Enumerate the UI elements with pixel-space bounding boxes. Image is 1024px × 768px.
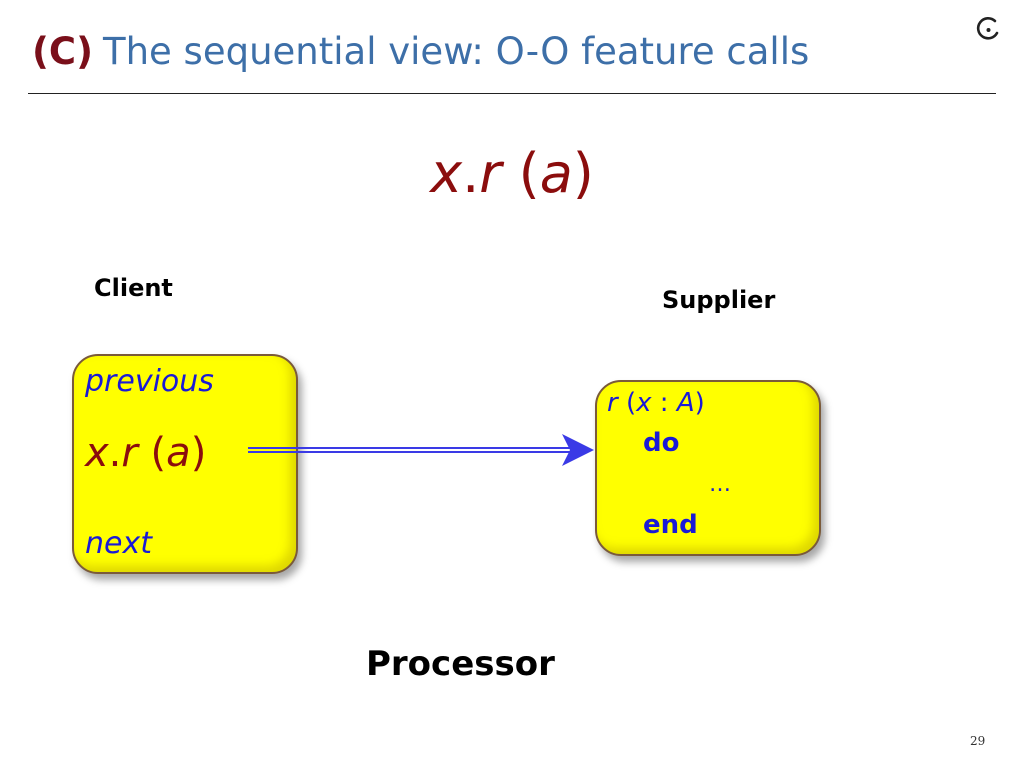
call-open-paren: ( <box>137 430 167 476</box>
client-label: Client <box>94 274 173 302</box>
supplier-body-ellipsis: … <box>709 472 731 497</box>
call-close-paren: ) <box>190 430 207 476</box>
processor-label: Processor <box>366 644 555 684</box>
supplier-end-keyword: end <box>643 510 698 540</box>
formula-argument: a <box>539 142 573 205</box>
call-argument: a <box>166 430 191 476</box>
eiffel-logo-icon <box>976 17 999 40</box>
supplier-signature: r (x : A) <box>607 388 705 418</box>
client-next-instruction: next <box>85 526 152 561</box>
page-number: 29 <box>970 734 986 748</box>
sig-colon: : <box>651 388 677 418</box>
sig-type: A <box>676 388 695 418</box>
supplier-do-keyword: do <box>643 428 680 458</box>
formula-open-paren: ( <box>501 142 540 205</box>
title-divider <box>28 93 996 94</box>
client-routine-box: previous x.r (a) next <box>72 354 298 574</box>
call-feature: r <box>121 430 138 476</box>
title-tag: (C) <box>32 30 93 73</box>
sig-open-paren: ( <box>617 388 637 418</box>
formula-dot: . <box>462 142 480 205</box>
client-call-instruction: x.r (a) <box>85 430 206 476</box>
title-text: The sequential view: O-O feature calls <box>102 30 810 73</box>
supplier-routine-box: r (x : A) do … end <box>595 380 821 556</box>
formula-feature: r <box>479 142 502 205</box>
call-target: x <box>85 430 109 476</box>
feature-call-formula: x.r (a) <box>0 142 1024 205</box>
slide-title: (C)The sequential view: O-O feature call… <box>32 30 809 73</box>
call-arrow-icon <box>248 434 594 466</box>
supplier-label: Supplier <box>662 286 776 314</box>
client-previous-instruction: previous <box>85 364 214 399</box>
sig-feature: r <box>607 388 618 418</box>
sig-close-paren: ) <box>694 388 705 418</box>
formula-close-paren: ) <box>572 142 594 205</box>
formula-target: x <box>430 142 463 205</box>
sig-param: x <box>636 388 652 418</box>
call-dot: . <box>108 430 122 476</box>
